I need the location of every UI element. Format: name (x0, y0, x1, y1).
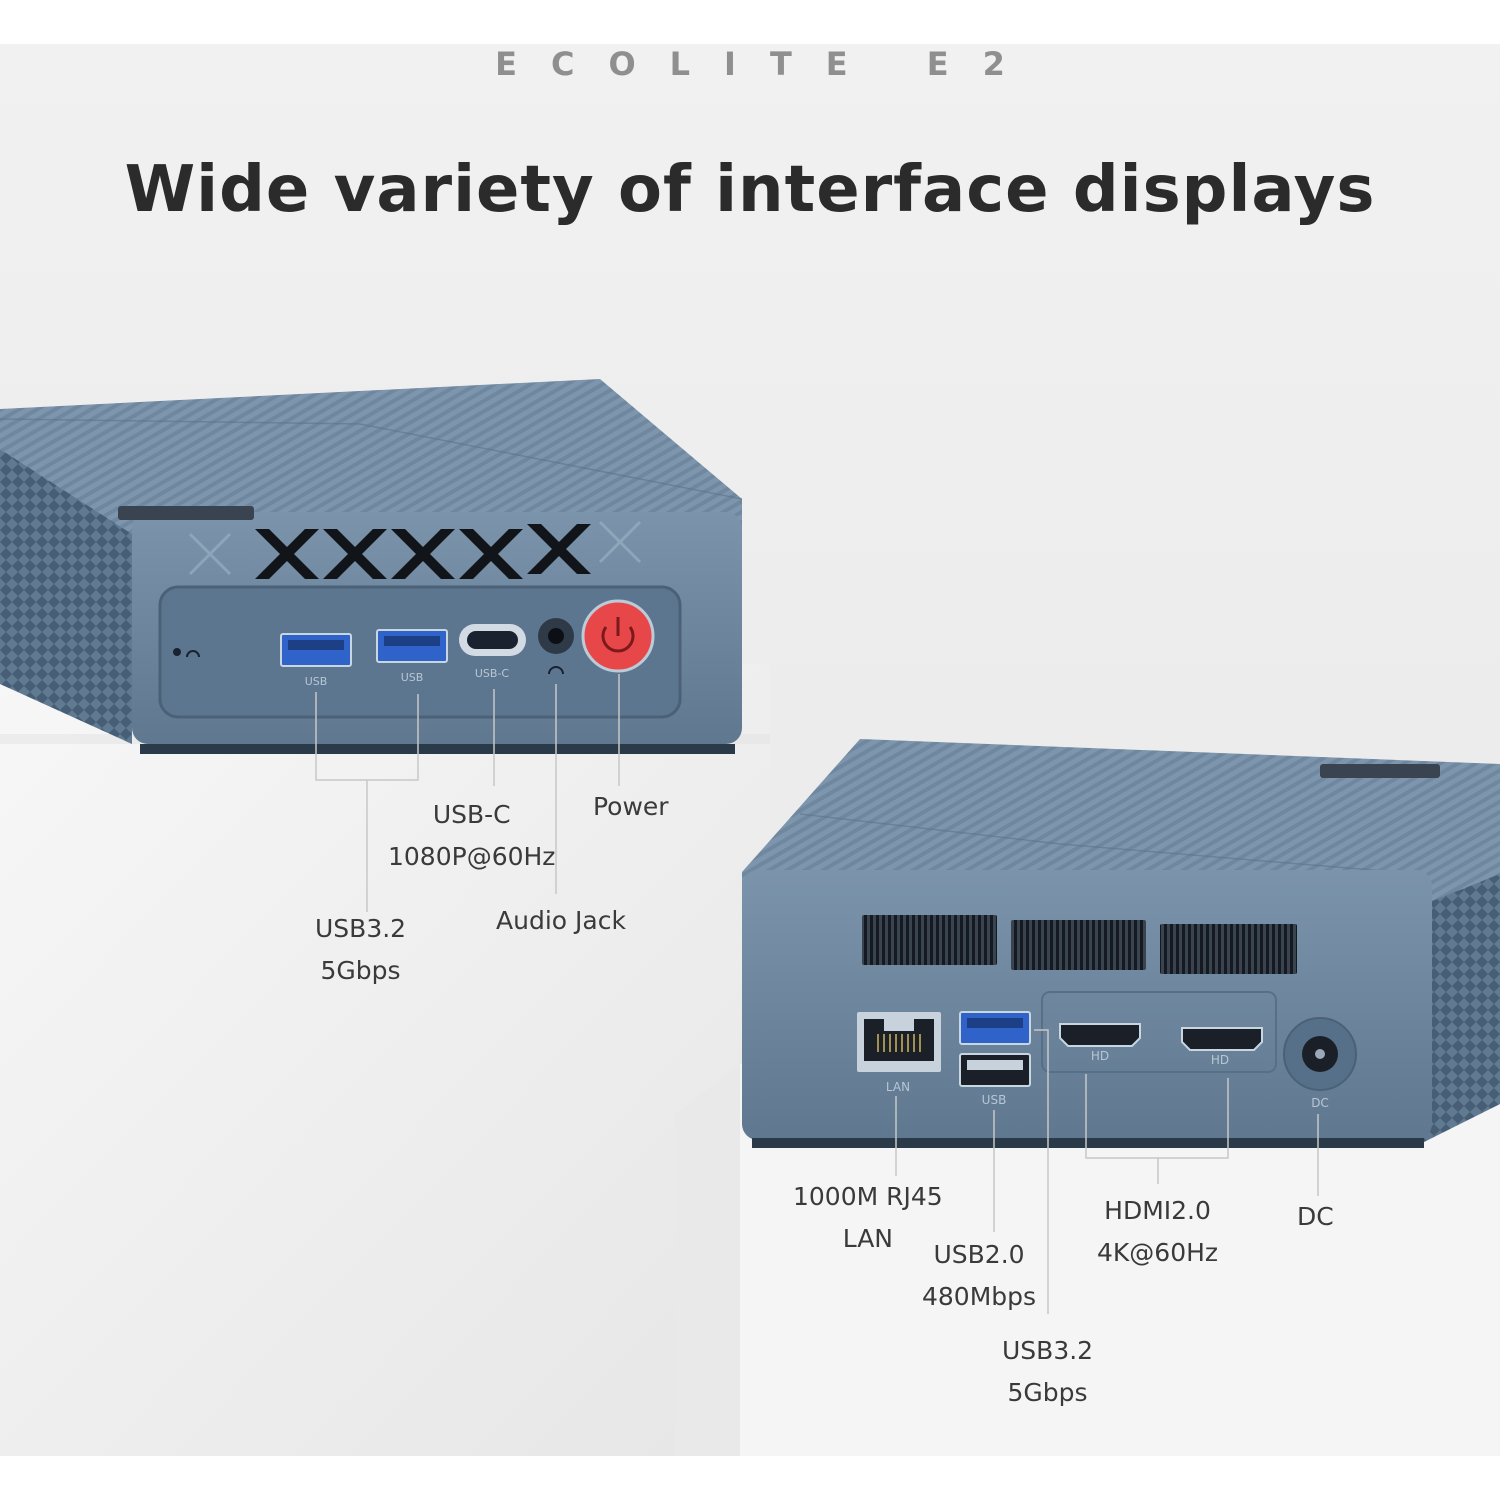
callout-hdmi: HDMI2.0 4K@60Hz (1097, 1196, 1219, 1267)
callout-audio-jack: Audio Jack (496, 906, 626, 935)
headline: Wide variety of interface displays (124, 153, 1376, 227)
right-pedestal (675, 1064, 1500, 1456)
callout-rj45-lan: 1000M RJ45 LAN (793, 1182, 943, 1253)
port-mark-usb-1: USB (305, 675, 328, 688)
callout-usb-c: USB-C 1080P@60Hz (388, 800, 556, 871)
callout-usb32-rear: USB3.2 5Gbps (1002, 1336, 1094, 1407)
port-mark-lan: LAN (886, 1080, 910, 1094)
left-pedestal (0, 664, 770, 1456)
callout-power: Power (593, 792, 669, 821)
callout-dc: DC (1297, 1202, 1334, 1231)
port-mark-usb: USB (982, 1093, 1007, 1107)
port-mark-usb-2: USB (401, 671, 424, 684)
port-mark-dc: DC (1311, 1096, 1329, 1110)
product-line-title: ECOLITE E2 (495, 45, 1039, 83)
callout-usb20: USB2.0 480Mbps (922, 1240, 1037, 1311)
front-callout-lines (315, 674, 620, 912)
mini-pc-front-view: USB USB USB-C (0, 379, 743, 754)
product-banner: ECOLITE E2 Wide variety of interface dis… (0, 44, 1500, 1456)
port-mark-hd-2: HD (1211, 1053, 1229, 1067)
port-mark-hd-1: HD (1091, 1049, 1109, 1063)
product-scene: USB USB USB-C (0, 379, 1500, 1456)
rear-callout-lines (895, 1029, 1319, 1314)
mini-pc-rear-view: LAN USB HD HD DC (742, 739, 1500, 1148)
port-mark-usb-c: USB-C (475, 667, 510, 680)
callout-usb32-front: USB3.2 5Gbps (315, 914, 407, 985)
